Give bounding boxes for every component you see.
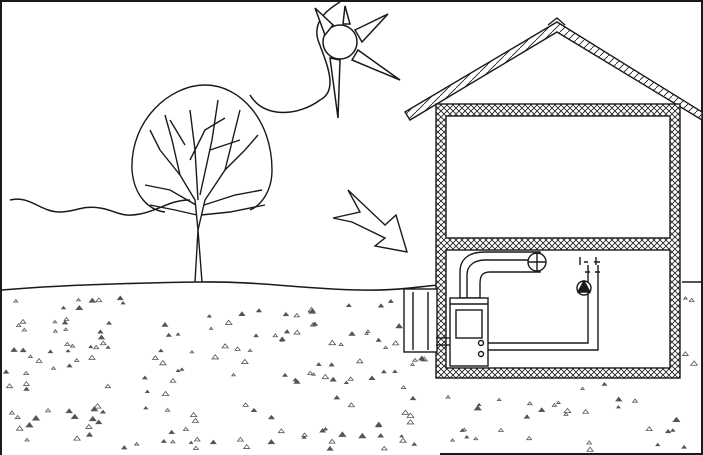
soil-speckle	[475, 406, 481, 410]
soil-speckle	[581, 387, 584, 389]
ground-soil	[2, 282, 440, 455]
soil-speckle	[528, 402, 532, 405]
wind-arrow-icon	[333, 190, 407, 252]
tree-icon	[132, 85, 272, 282]
soil-speckle	[587, 441, 592, 444]
soil-speckle	[539, 408, 545, 412]
soil-speckle	[497, 398, 500, 400]
soil-speckle	[587, 447, 593, 451]
soil-speckle	[656, 443, 660, 445]
soil-speckle	[633, 399, 638, 402]
soil-speckle	[465, 436, 469, 438]
soil-speckle	[524, 415, 529, 418]
soil-speckle	[689, 298, 694, 301]
soil-speckle	[474, 437, 478, 440]
soil-speckle	[684, 297, 688, 299]
soil-speckle	[451, 439, 455, 441]
soil-speckle	[499, 429, 503, 432]
soil-speckle	[583, 410, 589, 414]
pump-icon	[577, 281, 591, 295]
soil-speckle	[446, 396, 450, 399]
cloud-outline	[10, 2, 340, 215]
soil-speckle	[682, 446, 686, 449]
soil-speckle	[564, 413, 568, 416]
soil-speckle	[527, 437, 532, 440]
soil-speckle	[671, 429, 675, 431]
soil-speckle	[666, 430, 671, 433]
upper-floor-room	[446, 116, 670, 238]
soil-speckle	[602, 383, 606, 386]
soil-speckle	[691, 361, 698, 365]
soil-speckle	[557, 401, 561, 403]
soil-speckle	[673, 417, 680, 421]
soil-speckle	[617, 406, 620, 408]
ground-collector	[404, 289, 437, 352]
soil-speckle	[477, 403, 480, 405]
soil-speckle	[616, 397, 622, 401]
soil-speckle	[646, 427, 652, 431]
soil-speckle	[564, 408, 571, 412]
soil-speckle	[552, 404, 556, 407]
sun-icon	[315, 6, 400, 118]
soil-speckle	[682, 352, 688, 356]
